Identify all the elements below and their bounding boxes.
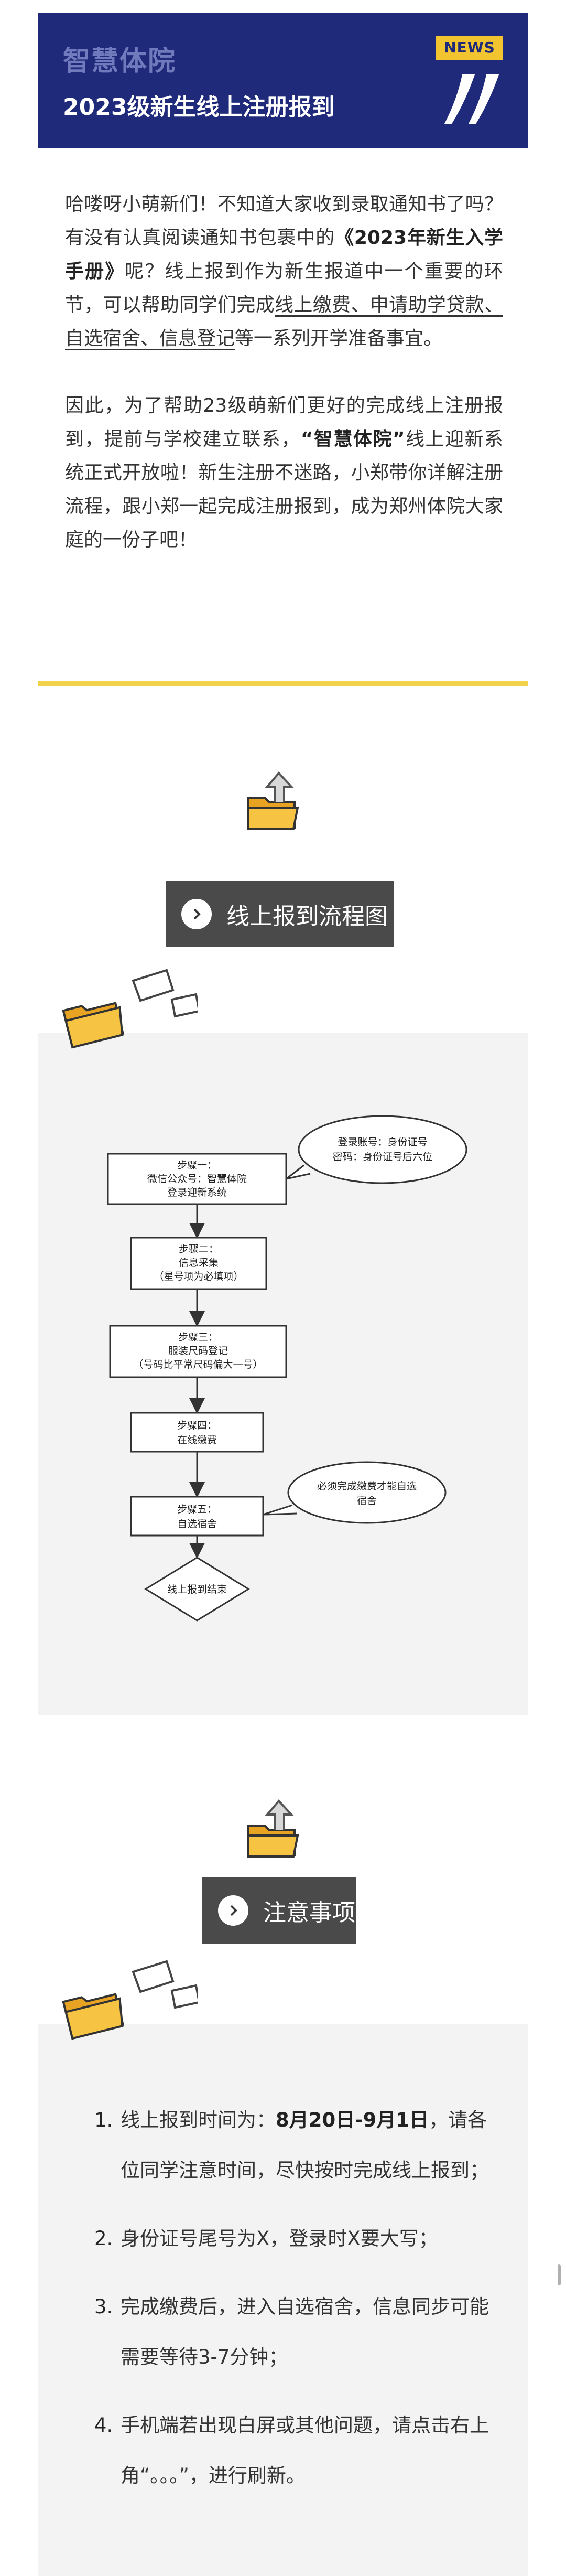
flow-login-note: 登录账号：身份证号 密码：身份证号后六位: [286, 1115, 467, 1184]
svg-text:步骤二：: 步骤二：: [179, 1243, 219, 1255]
svg-text:（号码比平常尺码偏大一号）: （号码比平常尺码偏大一号）: [133, 1359, 263, 1370]
flow-step-1: 步骤一： 微信公众号：智慧体院 登录迎新系统: [107, 1153, 287, 1205]
notes-panel: [38, 2024, 528, 2576]
list-item: 2. 身份证号尾号为X，登录时X要大写；: [94, 2227, 438, 2250]
quote-mark-icon: [444, 74, 499, 124]
flow-step-5: 步骤五： 自选宿舍: [130, 1496, 264, 1537]
flow-dorm-note: 必须完成缴费才能自选 宿舍: [263, 1461, 447, 1524]
flowchart: 步骤一： 微信公众号：智慧体院 登录迎新系统 登录账号：身份证号 密码：身份证号…: [107, 1115, 467, 1622]
intro-paragraph-2: 因此，为了帮助23级萌新们更好的完成线上注册报到，提前与学校建立联系，“智慧体院…: [65, 395, 503, 551]
svg-text:在线缴费: 在线缴费: [177, 1434, 217, 1446]
list-item: 1. 线上报到时间为：8月20日-9月1日，请各位同学注意时间，尽快按时完成线上…: [94, 2109, 489, 2182]
flow-end: 线上报到结束: [144, 1557, 250, 1622]
list-item: 3. 完成缴费后，进入自选宿舍，信息同步可能需要等待3-7分钟；: [94, 2295, 489, 2368]
date-range: 8月20日-9月1日: [276, 2109, 429, 2131]
svg-text:密码：身份证号后六位: 密码：身份证号后六位: [333, 1151, 432, 1163]
notes-section-heading: 注意事项: [202, 1877, 356, 1944]
chevron-right-icon: [181, 899, 212, 929]
list-item: 4. 手机端若出现白屏或其他问题，请点击右上角“。。。”，进行刷新。: [94, 2414, 489, 2487]
folders-icon: [62, 969, 198, 1049]
intro-paragraph-1: 哈喽呀小萌新们！不知道大家收到录取通知书了吗？有没有认真阅读通知书包裹中的《20…: [65, 194, 503, 349]
news-badge: NEWS: [436, 36, 503, 60]
svg-text:微信公众号：智慧体院: 微信公众号：智慧体院: [147, 1173, 247, 1185]
flow-step-4: 步骤四： 在线缴费: [130, 1412, 264, 1453]
svg-text:宿舍: 宿舍: [357, 1495, 377, 1507]
svg-text:（星号项为必填项）: （星号项为必填项）: [154, 1271, 243, 1282]
svg-text:线上报到结束: 线上报到结束: [167, 1584, 227, 1595]
flow-section-heading: 线上报到流程图: [166, 881, 394, 947]
svg-text:步骤四：: 步骤四：: [177, 1420, 217, 1431]
page-title: 2023级新生线上注册报到: [63, 94, 335, 121]
flow-step-2: 步骤二： 信息采集 （星号项为必填项）: [130, 1237, 267, 1290]
system-name: “智慧体院”: [300, 428, 405, 450]
header-banner: 智慧体院 2023级新生线上注册报到 NEWS: [38, 13, 528, 148]
svg-text:自选宿舍: 自选宿舍: [177, 1518, 217, 1530]
svg-text:信息采集: 信息采集: [179, 1257, 219, 1269]
flow-step-3: 步骤三： 服装尺码登记 （号码比平常尺码偏大一号）: [109, 1325, 287, 1378]
chevron-right-icon: [218, 1895, 248, 1926]
svg-text:登录迎新系统: 登录迎新系统: [167, 1187, 227, 1198]
divider-rule: [38, 681, 528, 686]
notes-list: 1. 线上报到时间为：8月20日-9月1日，请各位同学注意时间，尽快按时完成线上…: [94, 2095, 498, 2519]
banner-subtitle: 智慧体院: [63, 46, 177, 77]
svg-text:必须完成缴费才能自选: 必须完成缴费才能自选: [317, 1480, 417, 1492]
intro-text: 哈喽呀小萌新们！不知道大家收到录取通知书了吗？有没有认真阅读通知书包裹中的《20…: [65, 188, 503, 557]
svg-text:步骤三：: 步骤三：: [178, 1332, 218, 1343]
svg-text:步骤一：: 步骤一：: [177, 1160, 217, 1171]
scrollbar-thumb[interactable]: [558, 2264, 561, 2285]
folder-upload-icon: [247, 771, 299, 830]
svg-text:登录账号：身份证号: 登录账号：身份证号: [338, 1136, 427, 1148]
folder-upload-icon: [247, 1799, 299, 1858]
svg-text:服装尺码登记: 服装尺码登记: [168, 1345, 228, 1357]
folders-icon: [62, 1960, 198, 2040]
handbook-title: 《2023年新生入学手册》: [65, 227, 503, 282]
services-underlined: 线上缴费、申请助学贷款、自选宿舍、信息登记: [65, 294, 503, 349]
svg-text:步骤五：: 步骤五：: [177, 1504, 217, 1515]
